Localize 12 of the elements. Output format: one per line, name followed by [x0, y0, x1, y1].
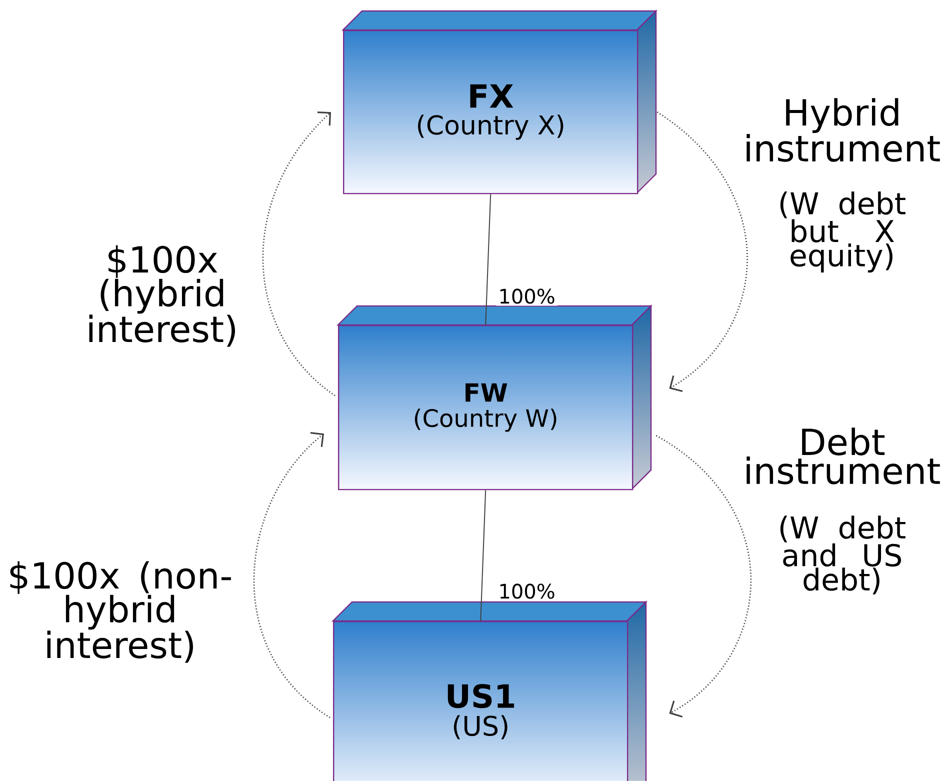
- edge-label: 100%: [496, 286, 558, 306]
- arrow: [253, 432, 330, 718]
- arrow: [262, 112, 336, 396]
- arrow: [656, 112, 748, 392]
- arrow: [656, 435, 752, 718]
- edge-label: $100x (non-hybrid interest): [10, 561, 231, 663]
- note-label: (W debt but X equity): [780, 192, 906, 272]
- edge-label: $100x (hybrid interest): [89, 245, 235, 347]
- edge-label: Debt instrument: [746, 428, 940, 484]
- edge-label: 100%: [496, 582, 558, 601]
- note-label: (W debt and US debt): [780, 516, 906, 594]
- edge-label: Hybrid instrument: [746, 98, 940, 162]
